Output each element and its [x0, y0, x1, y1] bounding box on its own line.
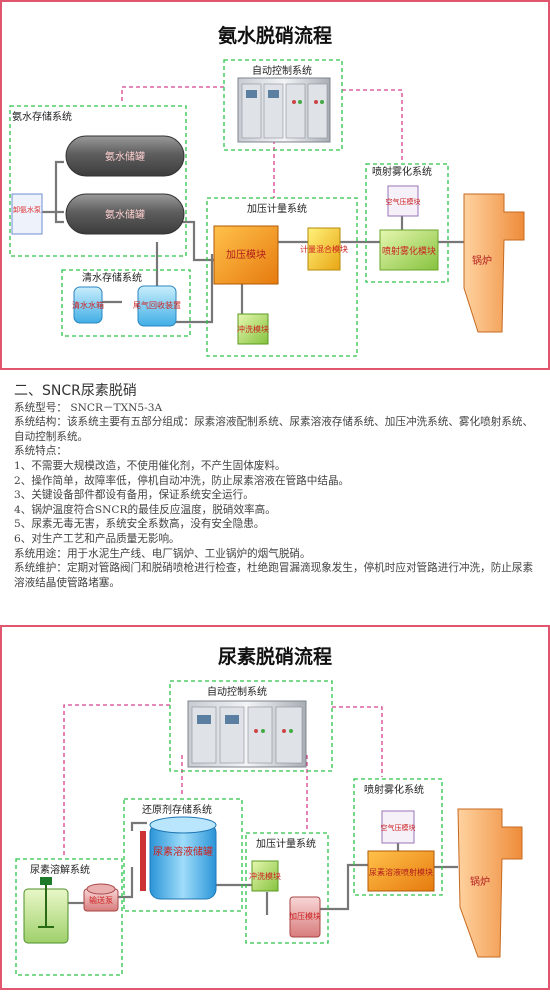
urea-flush-label: 冲洗模块 — [249, 871, 281, 881]
spec-feature-6: 6、对生产工艺和产品质量无影响。 — [14, 532, 180, 545]
urea-group-box-spray — [353, 778, 443, 896]
urea-flow-diagram: 尿素脱硝流程 自动控制系统 还原剂存储系统 尿素溶解系统 加压计量系统 喷射雾化… — [15, 645, 523, 976]
spec-maintenance: 系统维护：定期对管路阀门和脱硝喷枪进行检查，杜绝跑冒漏滴现象发生，停机时应对管路… — [14, 562, 534, 589]
urea-flush-module — [251, 860, 279, 892]
ammonia-air-label: 空气压模块 — [386, 197, 421, 206]
urea-boost-module — [289, 896, 321, 938]
ammonia-flow-diagram: 氨水脱硝流程 氨水存储系统 清水存储系统 加压计量系统 自动控制系统 喷射雾化系… — [9, 24, 525, 357]
urea-group-label-pressure: 加压计量系统 — [256, 837, 316, 850]
urea-air-module — [381, 810, 415, 844]
spec-structure: 系统结构：该系统主要有五部分组成：尿素溶液配制系统、尿素溶液存储系统、加压冲洗系… — [14, 416, 534, 443]
urea-prep-tank-icon — [23, 877, 69, 944]
spec-feature-3: 3、关键设备部件都设有备用，保证系统安全运行。 — [14, 489, 254, 502]
unload-pump-label: 卸氨水泵 — [13, 205, 41, 214]
sncr-spec-section: 二、SNCR尿素脱硝 系统型号： SNCR－TXN5-3A 系统结构：该系统主要… — [14, 384, 542, 590]
ammonia-boost-label: 加压模块 — [226, 249, 266, 261]
ammonia-boiler-label: 锅炉 — [472, 255, 492, 267]
urea-boost-label: 加压模块 — [289, 911, 321, 921]
ammonia-flush-label: 冲洗模块 — [237, 324, 269, 334]
urea-transfer-pump-icon — [83, 883, 119, 912]
ammonia-boost-module — [213, 225, 279, 285]
group-box-clear-water — [61, 269, 191, 337]
metering-module — [307, 227, 341, 271]
ammonia-tank-1-label: 氨水储罐 — [105, 150, 145, 163]
ammonia-boiler-icon — [463, 193, 525, 333]
group-box-spray — [365, 163, 449, 283]
urea-group-box-reductant — [123, 798, 243, 912]
spec-feature-4: 4、锅炉温度符合SNCR的最佳反应温度，脱硝效率高。 — [14, 503, 276, 516]
group-label-pressure: 加压计量系统 — [247, 202, 307, 215]
ammonia-tank-2-label: 氨水储罐 — [105, 208, 145, 221]
group-label-storage: 氨水存储系统 — [12, 110, 72, 123]
spec-feature-5: 5、尿素无毒无害，系统安全系数高，没有安全隐患。 — [14, 518, 265, 531]
spec-features-label: 系统特点： — [14, 445, 67, 458]
urea-flow-panel: 尿素脱硝流程 自动控制系统 还原剂存储系统 尿素溶解系统 加压计量系统 喷射雾化… — [0, 625, 550, 990]
ammonia-tank-1-icon — [65, 135, 185, 177]
urea-group-label-auto-control: 自动控制系统 — [207, 685, 267, 698]
spec-model: 系统型号： SNCR－TXN5-3A — [14, 401, 163, 414]
group-label-spray: 喷射雾化系统 — [372, 165, 432, 178]
ammonia-spray-label: 喷射雾化模块 — [382, 245, 436, 257]
urea-transfer-pump-label: 输送泵 — [89, 895, 113, 905]
urea-group-label-reductant: 还原剂存储系统 — [142, 803, 212, 816]
urea-spray-module — [367, 850, 435, 892]
clear-water-tank-icon — [73, 286, 103, 324]
spec-usage: 系统用途：用于水泥生产线、电厂锅炉、工业锅炉的烟气脱硝。 — [14, 547, 311, 560]
control-cabinet-icon — [237, 77, 331, 143]
urea-group-box-prep — [15, 858, 123, 976]
metering-module-label: 计量混合模块 — [300, 244, 348, 254]
ammonia-flow-title: 氨水脱硝流程 — [218, 24, 332, 47]
tail-gas-unit-label: 尾气回收装置 — [133, 300, 181, 310]
urea-signal-lines — [63, 704, 383, 857]
spec-heading: 二、SNCR尿素脱硝 — [14, 383, 137, 399]
urea-boiler-label: 锅炉 — [470, 876, 490, 888]
tail-gas-unit-icon — [137, 285, 177, 327]
urea-air-label: 空气压模块 — [381, 823, 416, 832]
urea-group-label-prep: 尿素溶解系统 — [30, 863, 90, 876]
group-box-storage — [9, 105, 187, 257]
ammonia-air-module — [387, 185, 419, 217]
ammonia-tank-2-icon — [65, 193, 185, 235]
group-label-auto-control: 自动控制系统 — [252, 64, 312, 77]
group-box-auto-control — [223, 59, 343, 151]
ammonia-group-boxes — [9, 59, 449, 357]
urea-flow-title: 尿素脱硝流程 — [218, 645, 332, 668]
urea-group-label-spray: 喷射雾化系统 — [364, 783, 424, 796]
urea-control-cabinet-icon — [187, 700, 307, 768]
urea-group-box-auto-control — [169, 680, 333, 772]
urea-storage-tank-icon — [140, 816, 217, 900]
ammonia-spray-module — [379, 229, 439, 271]
urea-boiler-icon — [457, 808, 523, 958]
spec-feature-1: 1、不需要大规模改造，不使用催化剂，不产生固体废料。 — [14, 459, 286, 472]
urea-group-box-pressure — [245, 832, 329, 944]
clear-water-tank-label: 清水水箱 — [72, 300, 104, 310]
urea-storage-tank-label: 尿素溶液储罐 — [153, 845, 213, 858]
ammonia-flush-module — [237, 313, 269, 345]
spec-feature-2: 2、操作简单，故障率低，停机自动冲洗，防止尿素溶液在管路中结晶。 — [14, 474, 350, 487]
unload-pump-box — [11, 193, 43, 235]
urea-group-boxes — [15, 680, 443, 976]
urea-spray-label: 尿素溶液喷射模块 — [369, 867, 433, 877]
ammonia-flow-panel: 氨水脱硝流程 氨水存储系统 清水存储系统 加压计量系统 自动控制系统 喷射雾化系… — [0, 0, 550, 370]
group-label-clear-water: 清水存储系统 — [82, 271, 142, 284]
